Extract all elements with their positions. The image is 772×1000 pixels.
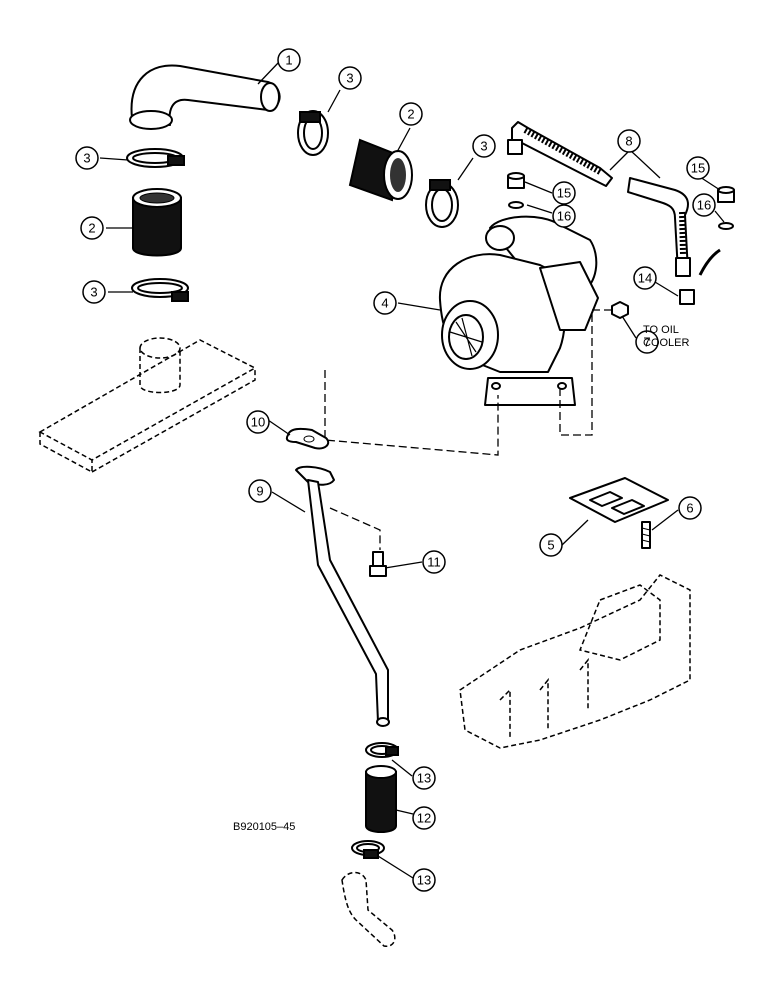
callout-4: 4 [373, 291, 397, 315]
hose-clamp-lower-lower [351, 840, 385, 859]
hose-clamp-left-lower [131, 278, 189, 302]
rubber-hose-left [132, 188, 182, 257]
intake-elbow-tube [129, 64, 281, 130]
svg-text:2: 2 [407, 107, 414, 122]
leader-lines [99, 61, 725, 879]
svg-text:4: 4 [381, 296, 388, 311]
rubber-hose-middle [348, 138, 413, 202]
callout-5: 5 [539, 533, 563, 557]
hose-clamp-left-upper [126, 148, 185, 168]
callout-12: 12 [412, 806, 436, 830]
svg-text:15: 15 [557, 186, 571, 201]
svg-text:6: 6 [686, 501, 693, 516]
callout-16: 16 [552, 204, 576, 228]
callout-8: 8 [617, 129, 641, 153]
hose-clamp-middle-lower [425, 179, 459, 228]
figure-code: B920105–45 [233, 821, 295, 833]
note-line-1: TO OIL [643, 324, 679, 336]
hose-clamp-lower-upper [365, 742, 399, 758]
callout-9: 9 [248, 479, 272, 503]
callout-15: 15 [552, 181, 576, 205]
callout-3: 3 [82, 280, 106, 304]
rubber-hose-lower [365, 765, 397, 833]
svg-text:14: 14 [638, 271, 652, 286]
callout-14: 14 [633, 266, 657, 290]
svg-text:10: 10 [251, 415, 265, 430]
fitting-right [717, 186, 735, 230]
svg-text:7: 7 [643, 335, 650, 350]
fitting-left [507, 172, 525, 209]
svg-text:3: 3 [83, 151, 90, 166]
callout-2: 2 [399, 102, 423, 126]
svg-text:16: 16 [557, 209, 571, 224]
gasket-10 [285, 427, 330, 450]
svg-text:15: 15 [691, 161, 705, 176]
oil-line-fittings [507, 121, 721, 277]
svg-text:12: 12 [417, 811, 431, 826]
callout-16: 16 [692, 193, 716, 217]
exhaust-manifold-outline [459, 574, 691, 749]
svg-text:2: 2 [88, 221, 95, 236]
callout-11: 11 [422, 550, 446, 574]
svg-text:3: 3 [90, 285, 97, 300]
svg-text:3: 3 [480, 139, 487, 154]
svg-text:8: 8 [625, 134, 632, 149]
callout-3: 3 [75, 146, 99, 170]
callout-group: 1 2 2 3 3 3 3 4 5 6 7 8 9 10 11 12 13 13… [75, 48, 716, 892]
oil-drain-tube [295, 465, 390, 727]
stud-6 [641, 521, 651, 549]
svg-text:13: 13 [417, 771, 431, 786]
callout-10: 10 [246, 410, 270, 434]
svg-text:9: 9 [256, 484, 263, 499]
assembly-guide-lines [324, 309, 612, 550]
callout-15: 15 [686, 156, 710, 180]
hose-clamp-middle-upper [297, 110, 329, 156]
callout-1: 1 [277, 48, 301, 72]
callout-7: 7 [635, 330, 659, 354]
gasket-5 [569, 477, 669, 523]
svg-text:13: 13 [417, 873, 431, 888]
svg-text:16: 16 [697, 198, 711, 213]
svg-text:3: 3 [346, 71, 353, 86]
callout-3: 3 [472, 134, 496, 158]
bolt-11 [369, 551, 387, 577]
fitting-14 [679, 289, 695, 305]
callout-3: 3 [338, 66, 362, 90]
svg-text:1: 1 [285, 53, 292, 68]
drain-elbow-outline [341, 871, 396, 947]
intake-plate-outline [38, 337, 257, 474]
callout-6: 6 [678, 496, 702, 520]
callout-13: 13 [412, 766, 436, 790]
callout-2: 2 [80, 216, 104, 240]
nut-7 [611, 301, 629, 319]
callout-13: 13 [412, 868, 436, 892]
note-line-2: COOLER [643, 337, 690, 349]
svg-text:5: 5 [547, 538, 554, 553]
turbocharger [438, 215, 599, 406]
svg-text:11: 11 [427, 555, 441, 570]
